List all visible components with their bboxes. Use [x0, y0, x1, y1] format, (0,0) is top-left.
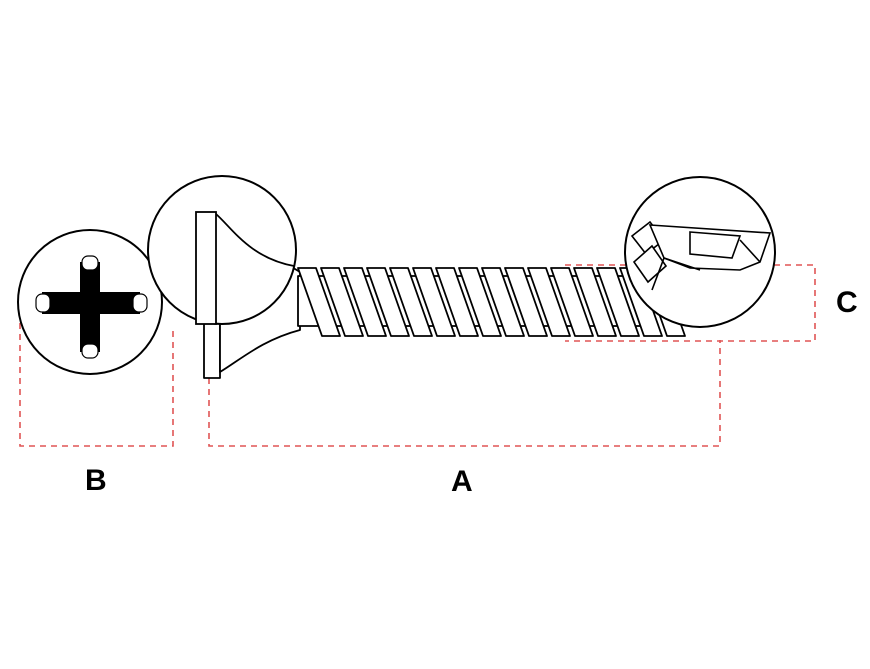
thread-ridge: [458, 267, 502, 337]
thread-ridge: [573, 267, 617, 337]
screw-threads: [297, 267, 686, 337]
thread-ridge: [320, 267, 364, 337]
screw-body: [203, 211, 686, 379]
thread-ridge: [550, 267, 594, 337]
thread-ridge: [366, 267, 410, 337]
dimension-a: [208, 340, 721, 447]
thread-ridge: [297, 267, 341, 337]
label-b: B: [85, 464, 107, 497]
thread-ridge: [343, 267, 387, 337]
bugle-head-detail-icon: [147, 175, 297, 325]
thread-ridge: [435, 267, 479, 337]
thread-ridge: [481, 267, 525, 337]
phillips-head-icon: [17, 229, 163, 375]
thread-ridge: [504, 267, 548, 337]
label-c: C: [836, 286, 858, 319]
drill-tip-detail-icon: [624, 176, 776, 328]
thread-ridge: [596, 267, 640, 337]
thread-ridge: [412, 267, 456, 337]
thread-ridge: [527, 267, 571, 337]
thread-ridge: [389, 267, 433, 337]
label-a: A: [451, 465, 473, 498]
dimension-b: [19, 312, 174, 447]
